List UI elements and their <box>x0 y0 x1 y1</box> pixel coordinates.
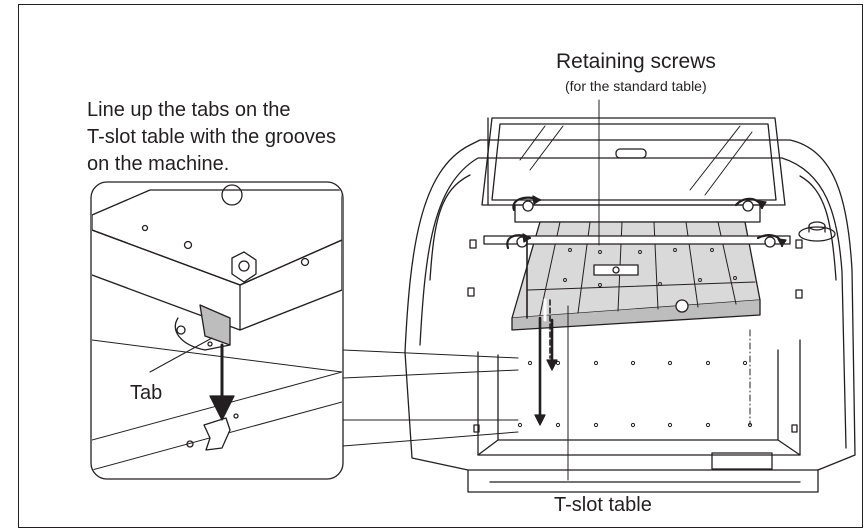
retaining-screws-note: (for the standard table) <box>565 78 707 94</box>
instruction-line-2: T-slot table with the grooves <box>87 126 337 148</box>
open-cover <box>481 117 786 223</box>
instruction-line-3: on the machine. <box>87 153 230 175</box>
label-leaders <box>567 99 600 481</box>
machine-body <box>404 139 856 493</box>
retaining-screws <box>506 195 787 250</box>
retaining-screws-label: Retaining screws <box>556 50 716 73</box>
tab-alignment-arrows <box>526 239 558 426</box>
figure-frame <box>18 4 863 528</box>
instruction-line-1: Line up the tabs on the <box>87 99 291 121</box>
t-slot-table <box>483 221 791 331</box>
t-slot-table-label: T-slot table <box>554 494 652 516</box>
detail-inset <box>90 181 519 480</box>
emergency-stop-button <box>798 221 836 242</box>
instruction-text: Line up the tabs on the T-slot table wit… <box>87 97 427 178</box>
tab-label: Tab <box>130 382 163 404</box>
floor-holes <box>517 360 753 428</box>
